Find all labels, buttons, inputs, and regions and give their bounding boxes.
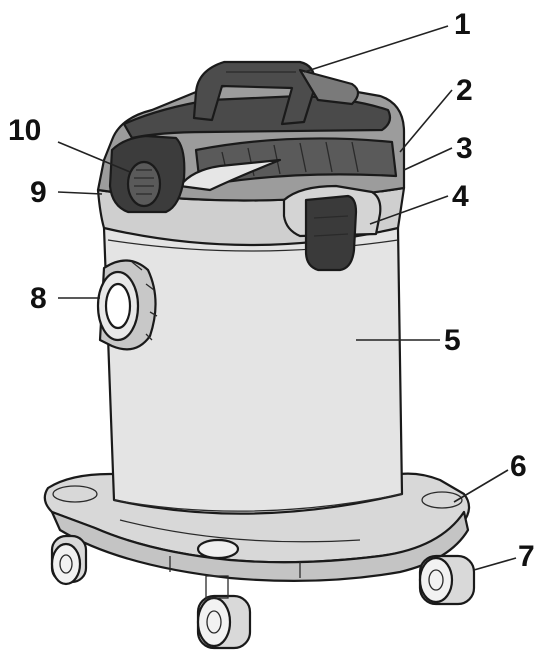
leader-lines [57,25,517,571]
callout-3: 3 [456,132,473,165]
caster-wheel-left [50,534,88,586]
leader-9 [57,191,103,195]
callout-8: 8 [30,282,47,315]
leader-3 [403,147,453,171]
latch-clip [282,184,382,272]
callout-5: 5 [444,324,461,357]
container-tank [102,226,404,515]
callout-7: 7 [518,540,535,573]
leader-2 [399,89,453,153]
callout-labels: 1 2 3 4 5 6 7 8 9 10 [8,8,535,573]
caster-wheel-front [196,575,252,650]
callout-1: 1 [454,8,471,41]
callout-9: 9 [30,176,47,209]
callout-2: 2 [456,74,473,107]
leader-1 [303,25,449,73]
leader-7 [473,557,517,571]
leader-4 [369,195,449,225]
power-switch-panel [108,134,186,214]
leader-10 [57,141,131,173]
callout-10: 10 [8,114,41,147]
leader-6 [453,469,509,503]
callout-4: 4 [452,180,469,213]
carry-handle [192,60,360,126]
caster-wheel-right [418,554,476,606]
hose-inlet-port [96,259,158,351]
callout-6: 6 [510,450,527,483]
